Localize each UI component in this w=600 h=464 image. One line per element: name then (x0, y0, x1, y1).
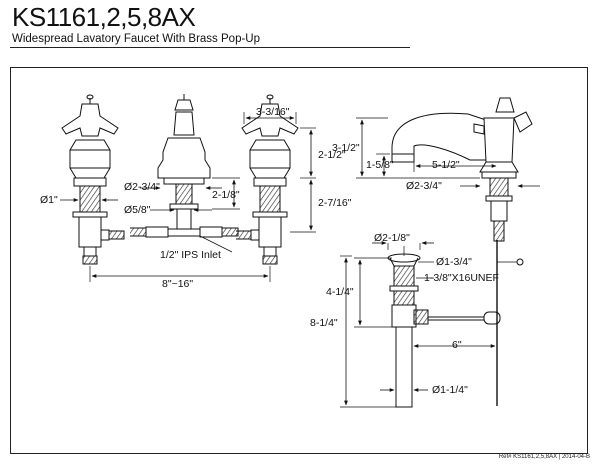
dim-connector-diameter: Ø5/8" (124, 204, 151, 216)
dim-rod-length: 6" (452, 339, 462, 351)
side-dimensions (356, 117, 540, 188)
dim-aerator-height: 1-5/8" (366, 159, 394, 171)
dim-tailpiece-diameter: Ø1-1/4" (432, 384, 468, 396)
drawing-frame (10, 67, 588, 454)
model-title: KS1161,2,5,8AX (12, 2, 196, 32)
dim-body-diameter: Ø1-3/4" (436, 256, 472, 268)
dim-spout-base-diameter: Ø2-3/4" (124, 181, 160, 193)
popup-dimensions (340, 241, 498, 408)
dim-valve-depth: 2-1/8" (212, 189, 240, 201)
dim-upper-length: 4-1/4" (326, 286, 354, 298)
side-view-faucet (391, 97, 533, 242)
header-rule (10, 47, 410, 48)
label-thread-spec: 1-3/8"X16UNEF (424, 272, 499, 284)
label-ips-inlet: 1/2" IPS Inlet (160, 249, 221, 261)
right-handle-assembly (236, 94, 299, 265)
dim-handle-width: 3-3/16" (256, 106, 290, 118)
dim-handle-height: 2-1/2" (318, 149, 346, 161)
dim-spread: 8"~16" (162, 278, 194, 290)
dim-spout-height: 3-1/2" (332, 142, 360, 154)
dim-flange-diameter: Ø2-1/8" (374, 232, 410, 244)
left-handle-assembly (61, 94, 125, 265)
dim-handle-diameter: Ø1" (40, 194, 58, 206)
dim-total-length: 8-1/4" (310, 317, 338, 329)
dim-spout-reach: 5-1/2" (432, 159, 460, 171)
reference-footer: Ref# KS1161,2,5,8AX | 2014-04-B (498, 454, 590, 460)
product-description: Widespread Lavatory Faucet With Brass Po… (12, 33, 260, 45)
popup-drain-assembly (387, 240, 524, 408)
center-spout-assembly (130, 94, 239, 238)
dim-base-diameter: Ø2-3/4" (406, 180, 442, 192)
dim-shank-length: 2-7/16" (318, 197, 352, 209)
front-dimensions (60, 112, 316, 282)
